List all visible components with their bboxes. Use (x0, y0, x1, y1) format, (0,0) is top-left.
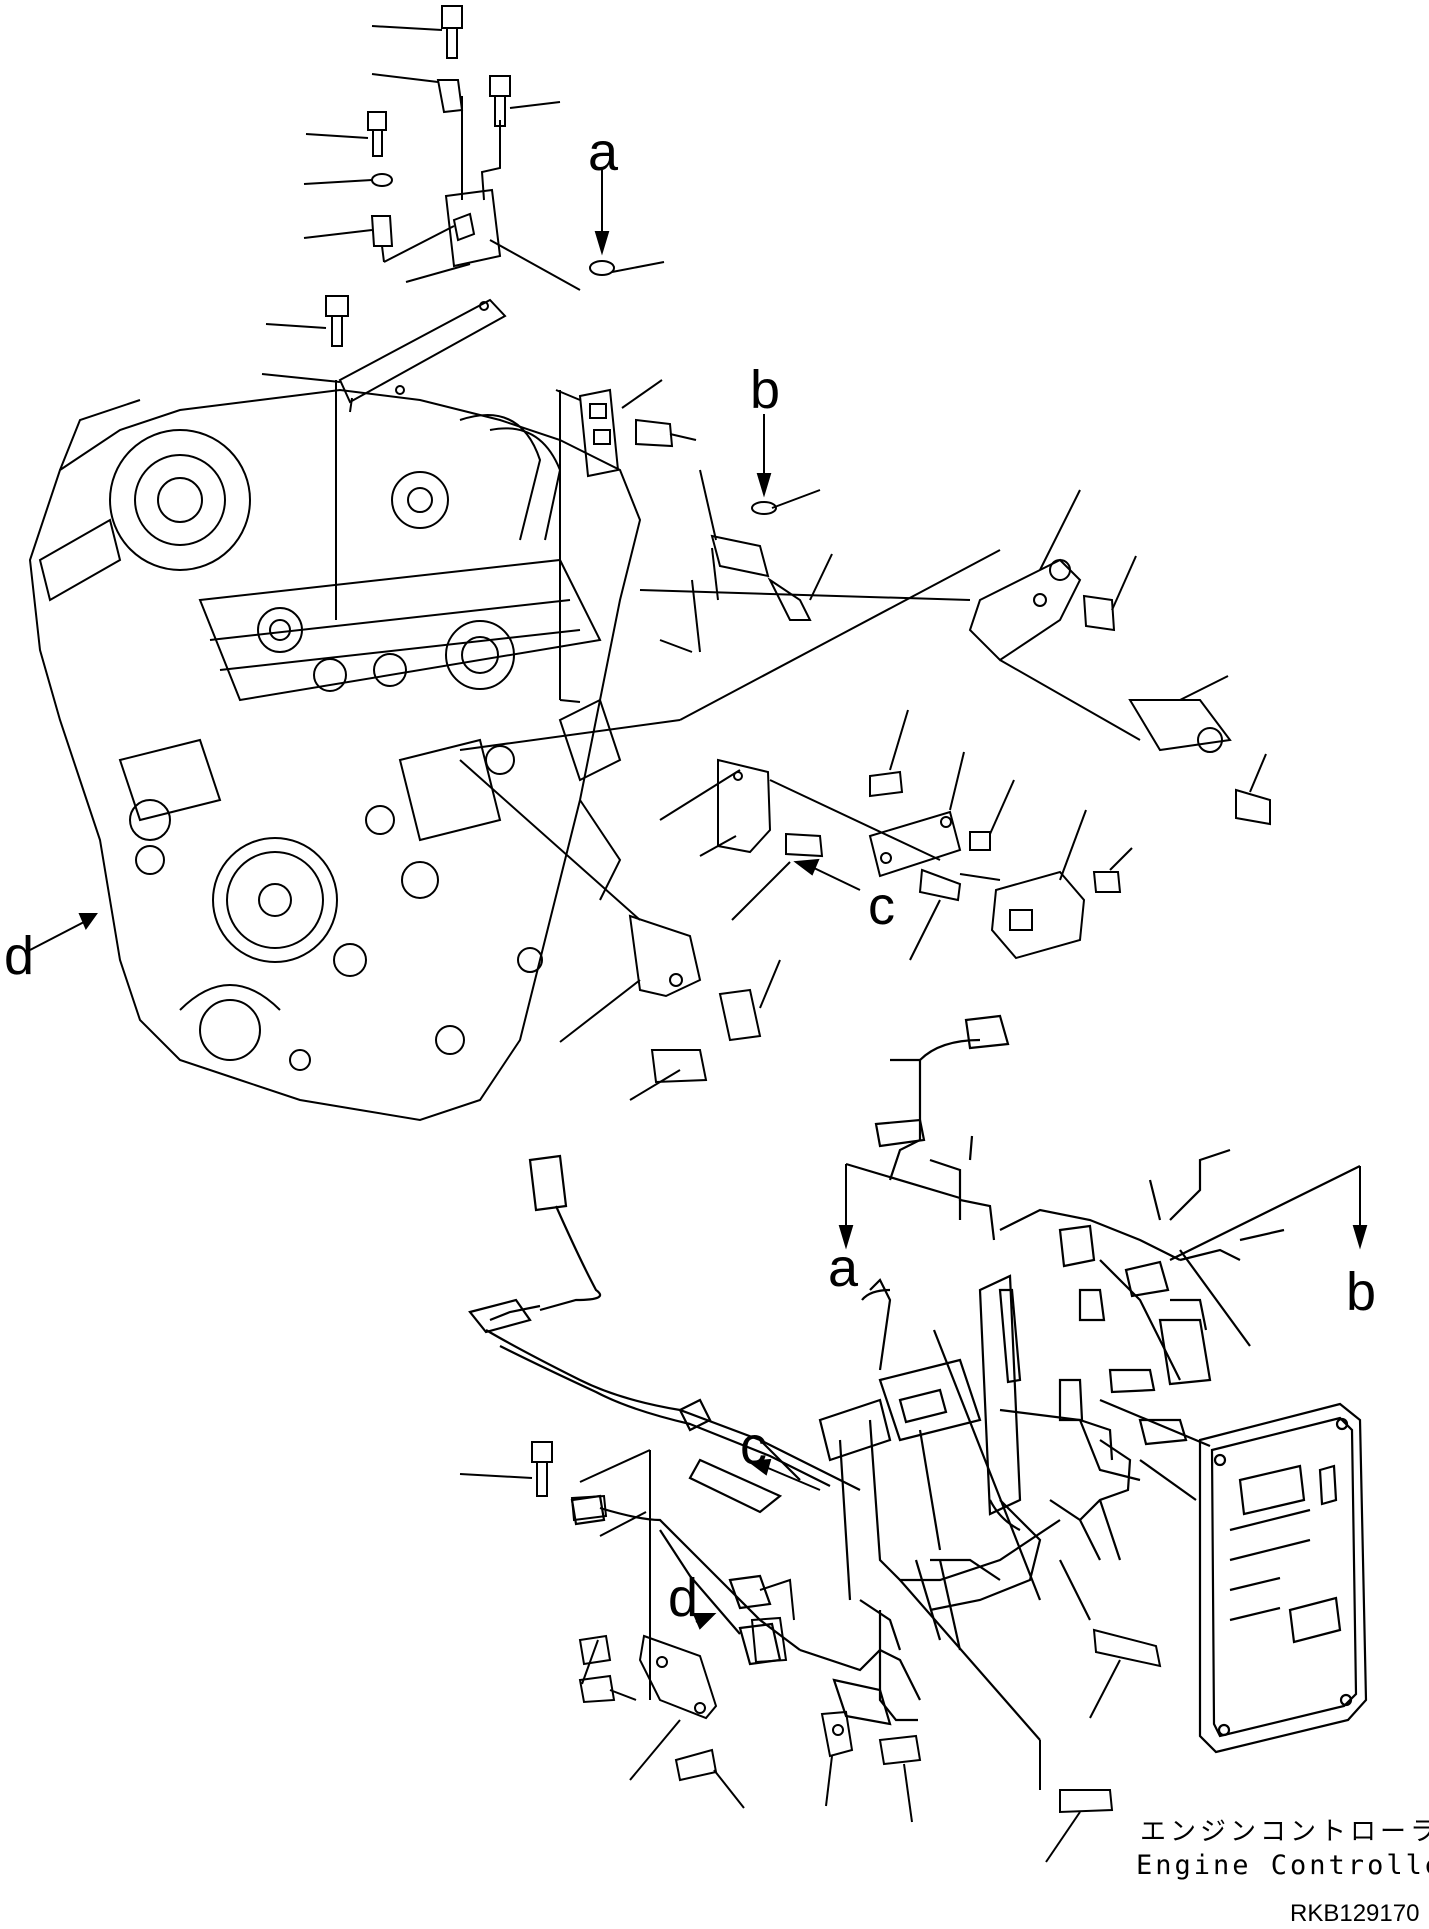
controller-label-english: Engine Controller (1136, 1850, 1429, 1881)
callout-b-bottom: b (1346, 1262, 1376, 1322)
callout-a-bottom: a (828, 1238, 859, 1298)
callout-d-bottom: d (668, 1568, 698, 1628)
callout-b-top: b (750, 360, 780, 420)
callout-c-bottom: c (740, 1416, 767, 1476)
top-bracket-assembly (261, 5, 665, 620)
callout-d-left: d (4, 926, 34, 986)
controller-label-japanese: エンジンコントローラ (1140, 1816, 1429, 1846)
callout-arrows (29, 170, 1368, 1630)
callout-a-top: a (588, 122, 619, 182)
engine-controller-unit (1198, 1402, 1368, 1754)
bracket-set-mid (459, 379, 1271, 1101)
drawing-number: RKB129170 (1290, 1900, 1419, 1927)
bottom-left-parts (459, 1441, 1162, 1863)
wiring-harness (468, 1014, 1361, 1741)
callout-c-top: c (868, 876, 895, 936)
engine-block (28, 388, 642, 1122)
